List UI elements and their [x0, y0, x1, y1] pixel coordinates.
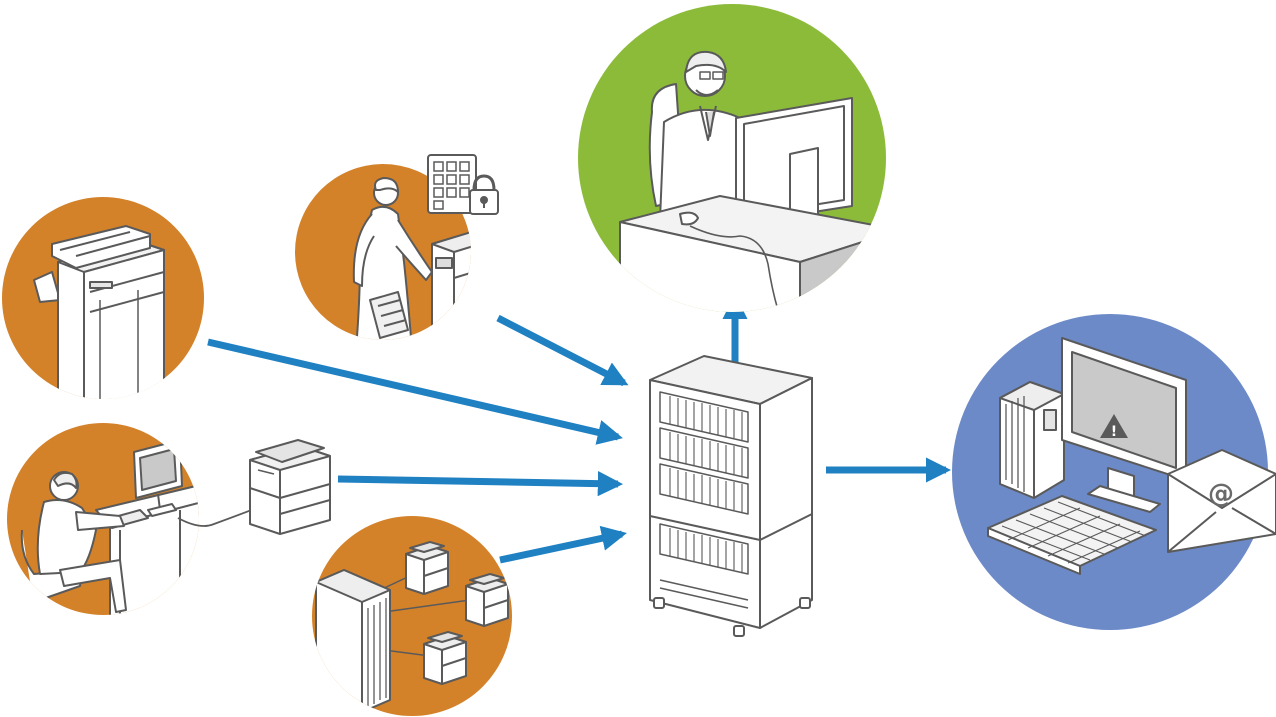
server-with-printers-icon	[315, 541, 509, 713]
rack-drive-lines	[669, 396, 743, 572]
server-fleet-node	[312, 516, 512, 716]
printer-cable	[177, 505, 263, 527]
fleet-printer-3	[423, 631, 467, 685]
connection-arrows	[207, 293, 952, 564]
email-envelope-icon: @	[1167, 449, 1276, 553]
mfp-printer-node	[2, 197, 204, 399]
arrow-fleet-to-server	[499, 525, 627, 564]
alert-monitor-node: @	[952, 314, 1276, 630]
arrow-printer-to-server	[337, 471, 624, 497]
fleet-printer-2	[465, 573, 509, 627]
server-rack-icon	[649, 355, 813, 637]
multifunction-printer-icon	[33, 225, 165, 399]
arrow-mfp-to-server	[207, 338, 623, 445]
network-printer-node	[177, 439, 331, 535]
email-at-symbol: @	[1208, 479, 1234, 509]
print-server-node	[649, 355, 813, 637]
administrator-node	[578, 4, 886, 312]
administrator-at-desk-icon	[619, 50, 886, 312]
warning-icon	[1100, 414, 1128, 438]
fleet-printer-1	[405, 541, 449, 595]
desktop-printer-icon	[249, 439, 331, 535]
pc-user-node	[7, 423, 199, 615]
warning-symbol: !	[1111, 424, 1117, 440]
secure-print-user-node	[295, 154, 499, 340]
keypad-lock-icon	[427, 154, 499, 215]
arrow-secure-user-to-server	[496, 314, 629, 387]
monitor-with-alert-and-email-icon	[987, 337, 1187, 575]
